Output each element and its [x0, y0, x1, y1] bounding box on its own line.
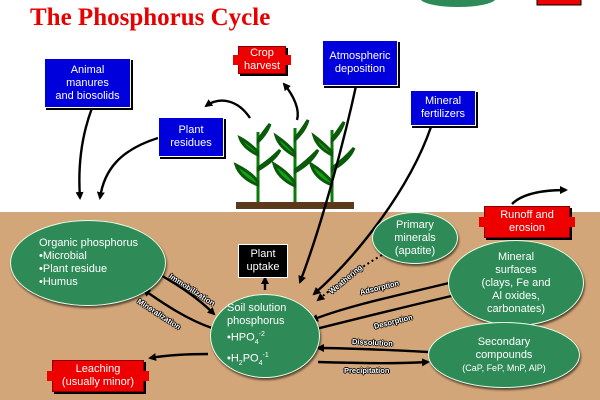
animal-manures-line3: and biosolids	[55, 89, 120, 102]
ion-h2po4-sub1: 2	[238, 359, 243, 367]
primary-minerals-line3: (apatite)	[394, 244, 436, 257]
plant-uptake-box: Plant uptake	[238, 244, 288, 278]
secondary-compounds-detail: (CaP, FeP, MnP, AlP)	[462, 362, 546, 373]
mineral-surfaces-line5: carbonates)	[486, 302, 546, 315]
plant-residues-line2: residues	[170, 137, 212, 149]
mineral-surfaces-line1: Mineral	[497, 250, 535, 263]
arrow-fertilizers-to-solution	[312, 123, 434, 296]
atmospheric-deposition-line1: Atmospheric	[329, 50, 391, 62]
arrow-residues-to-organic	[96, 136, 159, 200]
arrow-manures-to-organic	[75, 107, 94, 200]
ion-hpo4-base: •HPO	[227, 331, 255, 344]
primary-minerals-pool: Primary minerals (apatite)	[372, 212, 458, 264]
secondary-compounds-pool: Secondary compounds (CaP, FeP, MnP, AlP)	[428, 322, 580, 388]
mineral-fertilizers-box: Mineral fertilizers	[410, 90, 476, 126]
organic-item-microbial: •Microbial	[39, 250, 87, 262]
ion-h2po4-charge: -1	[262, 352, 269, 359]
leaching-tab-right	[143, 371, 149, 381]
ion-hpo4: •HPO4-2	[227, 328, 319, 349]
ion-hpo4-charge: -2	[258, 331, 265, 339]
ion-h2po4-sub2: 4	[258, 359, 263, 367]
mineral-surfaces-line3: (clays, Fe and	[481, 276, 551, 289]
arrow-solution-to-organic	[142, 288, 213, 330]
ion-hpo4-sub: 4	[254, 339, 259, 346]
animal-manures-line1: Animal	[70, 63, 105, 76]
ion-h2po4-po: PO	[242, 352, 259, 365]
primary-minerals-line2: minerals	[394, 231, 436, 244]
mineral-surfaces-pool: Mineral surfaces (clays, Fe and Al oxide…	[448, 240, 584, 326]
plant-bed	[236, 202, 354, 209]
arrow-plants-to-residues	[204, 99, 251, 119]
animal-manures-line2: manures	[66, 76, 109, 89]
crop-harvest-line2: harvest	[243, 60, 281, 72]
mineral-fertilizers-line2: fertilizers	[420, 108, 465, 120]
soil-solution-title-line1: Soil solution	[227, 302, 287, 315]
soil-solution-title-line2: phosphorus	[227, 315, 285, 328]
secondary-compounds-line2: compounds	[475, 348, 533, 361]
runoff-erosion-tab-left	[479, 217, 485, 227]
arrow-soil-to-runoff	[511, 186, 568, 205]
arrow-plants-to-harvest	[282, 82, 299, 121]
runoff-erosion-line2: erosion	[508, 222, 546, 234]
page-title: The Phosphorus Cycle	[30, 4, 271, 31]
arrow-secondary-to-solution	[316, 344, 429, 354]
animal-manures-box: Animal manures and biosolids	[44, 58, 131, 108]
organic-phosphorus-title: Organic phosphorus	[39, 237, 139, 249]
mineral-fertilizers-line1: Mineral	[424, 95, 462, 107]
atmospheric-deposition-box: Atmospheric deposition	[322, 40, 398, 86]
organic-phosphorus-pool: Organic phosphorus •Microbial •Plant res…	[10, 220, 166, 306]
organic-item-humus: •Humus	[39, 276, 78, 288]
plant-uptake-line2: uptake	[246, 261, 280, 273]
arrow-weathering	[316, 254, 383, 302]
leaching-tab-left	[47, 371, 53, 381]
soil-solution-pool: Soil solution phosphorus •HPO4-2 •H2PO4-…	[210, 294, 320, 378]
mineral-surfaces-line4: Al oxides,	[492, 289, 540, 302]
mineral-surfaces-line2: surfaces	[495, 263, 537, 276]
crop-harvest-tab-left	[233, 55, 239, 65]
arrow-atmospheric-to-solution	[298, 85, 358, 284]
leaching-line2: (usually minor)	[61, 376, 135, 388]
precipitation-label: Precipitation	[344, 366, 390, 375]
partial-output-shape	[536, 0, 582, 6]
arrow-solution-to-surfaces	[311, 291, 462, 332]
leaching-line1: Leaching	[75, 363, 121, 375]
plant-residues-box: Plant residues	[158, 117, 224, 157]
ion-h2po4-h: •H	[227, 352, 239, 365]
primary-minerals-line1: Primary	[396, 218, 434, 231]
leaching-box: Leaching (usually minor)	[47, 360, 149, 392]
runoff-erosion-box: Runoff and erosion	[479, 206, 575, 238]
runoff-erosion-tab-right	[569, 217, 575, 227]
partial-pool-shape	[420, 0, 496, 7]
arrow-solution-to-secondary	[317, 358, 430, 367]
ion-h2po4: •H2PO4-1	[227, 349, 319, 370]
atmospheric-deposition-line2: deposition	[334, 63, 386, 75]
runoff-erosion-line1: Runoff and	[500, 209, 554, 221]
organic-item-plant-residue: •Plant residue	[39, 263, 108, 275]
crop-harvest-box: Crop harvest	[233, 46, 291, 74]
secondary-compounds-line1: Secondary	[477, 335, 531, 348]
arrow-solution-to-leaching	[148, 352, 209, 361]
plant-residues-line1: Plant	[178, 124, 204, 136]
arrow-surfaces-to-solution	[310, 276, 471, 322]
crop-harvest-tab-right	[285, 55, 291, 65]
plant-uptake-line1: Plant	[250, 248, 276, 260]
crop-harvest-line1: Crop	[250, 47, 274, 59]
